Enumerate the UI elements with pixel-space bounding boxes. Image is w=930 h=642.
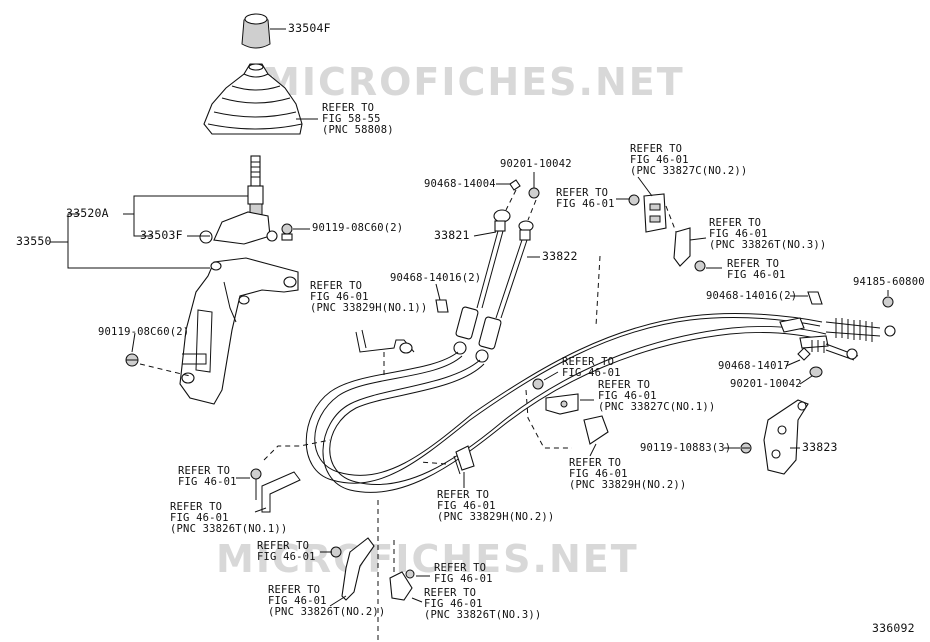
dash-clamp-no2-mid xyxy=(419,461,447,465)
nut-right-mid[interactable] xyxy=(694,260,706,272)
label-90468-14016-mid: 90468-14016(2) xyxy=(390,272,482,284)
shift-lever-33520A[interactable] xyxy=(199,155,278,245)
label-33822: 33822 xyxy=(542,249,578,263)
bracket-33826T-no1[interactable] xyxy=(250,468,301,513)
label-33504F: 33504F xyxy=(288,21,331,35)
bracket-33826T-no3-top[interactable] xyxy=(673,227,691,267)
nut-bottom[interactable] xyxy=(330,546,342,558)
leader-33826T3-top xyxy=(689,237,707,241)
washer-90201-10042-right[interactable] xyxy=(809,366,823,378)
label-33503F: 33503F xyxy=(140,228,183,242)
figure-number: 336092 xyxy=(872,621,915,635)
leader-33826T1 xyxy=(254,507,267,513)
label-33520A: 33520A xyxy=(66,206,109,220)
label-90201-10042-top: 90201-10042 xyxy=(500,158,572,170)
bracket-33823[interactable] xyxy=(763,399,809,475)
leader-90201-right xyxy=(799,375,813,385)
label-90468-14017: 90468-14017 xyxy=(718,360,790,372)
label-33821: 33821 xyxy=(434,228,470,242)
watermark-top: MICROFICHES.NET xyxy=(262,60,685,104)
label-90468-14016-right: 90468-14016(2) xyxy=(706,290,798,302)
shift-housing-33550[interactable] xyxy=(179,257,299,405)
clamp-33829H-no1[interactable] xyxy=(355,329,415,354)
shift-knob-33504F[interactable] xyxy=(241,13,271,49)
dash-washer-top xyxy=(527,199,537,221)
leader-33829H2-right xyxy=(589,443,597,457)
bracket-33520A xyxy=(123,195,248,237)
clip-90468-14016-right[interactable] xyxy=(807,291,823,305)
label-90119-10883: 90119-10883(3) xyxy=(640,442,732,454)
cable-33821-end[interactable] xyxy=(476,209,511,309)
leader-90119-left xyxy=(131,332,136,353)
leader-33827C2 xyxy=(637,176,653,197)
nut-top-right[interactable] xyxy=(628,194,640,206)
label-33550: 33550 xyxy=(16,234,52,248)
clip-90468-14016-mid[interactable] xyxy=(435,299,449,313)
leader-33826T2 xyxy=(329,595,347,607)
dash-clip-top xyxy=(505,189,517,211)
bracket-33827C-no1[interactable] xyxy=(545,393,579,415)
bracket-33550 xyxy=(50,213,210,269)
label-90119-08C60-left: 90119-08C60(2) xyxy=(98,326,190,338)
clamp-33829H-no2-right[interactable] xyxy=(583,415,609,445)
nut-mid[interactable] xyxy=(532,378,544,390)
dash-mid-bracket xyxy=(525,389,572,449)
leader-33826T3-bottom xyxy=(411,597,423,603)
leader-nut-mid xyxy=(543,371,559,381)
bracket-33826T-no2[interactable] xyxy=(341,537,375,601)
shift-cables[interactable] xyxy=(305,306,896,493)
bracket-33827C-no2[interactable] xyxy=(643,193,667,233)
nut-94185-60800[interactable] xyxy=(882,296,894,308)
leader-33821 xyxy=(473,231,497,237)
label-90468-14004: 90468-14004 xyxy=(424,178,496,190)
label-94185-60800: 94185-60800 xyxy=(853,276,925,288)
bolt-90119-08C60-left[interactable] xyxy=(125,353,139,367)
label-90119-08C60-top: 90119-08C60(2) xyxy=(312,222,404,234)
bolt-90119-08C60-top[interactable] xyxy=(281,223,293,241)
cable-33822-end[interactable] xyxy=(495,220,534,319)
clamp-33829H-no2-mid[interactable] xyxy=(453,445,475,475)
leader-90468-14017 xyxy=(785,359,801,367)
shift-boot[interactable] xyxy=(203,63,303,135)
nut-bottom-right[interactable] xyxy=(405,569,415,579)
label-33823: 33823 xyxy=(802,440,838,454)
dash-bracket-link xyxy=(665,205,677,233)
bolt-90119-10883[interactable] xyxy=(740,442,752,454)
washer-90201-10042-top[interactable] xyxy=(528,187,540,199)
label-90201-10042-right: 90201-10042 xyxy=(730,378,802,390)
clip-90468-14017[interactable] xyxy=(797,347,811,361)
clip-90468-14004[interactable] xyxy=(509,179,521,191)
leader-90468-mid xyxy=(435,283,441,301)
bracket-33826T-no3-bottom[interactable] xyxy=(389,571,413,601)
dash-bracket-top-right xyxy=(595,255,601,327)
dash-bracket-no1 xyxy=(263,439,331,461)
watermark-bottom: MICROFICHES.NET xyxy=(216,537,639,581)
